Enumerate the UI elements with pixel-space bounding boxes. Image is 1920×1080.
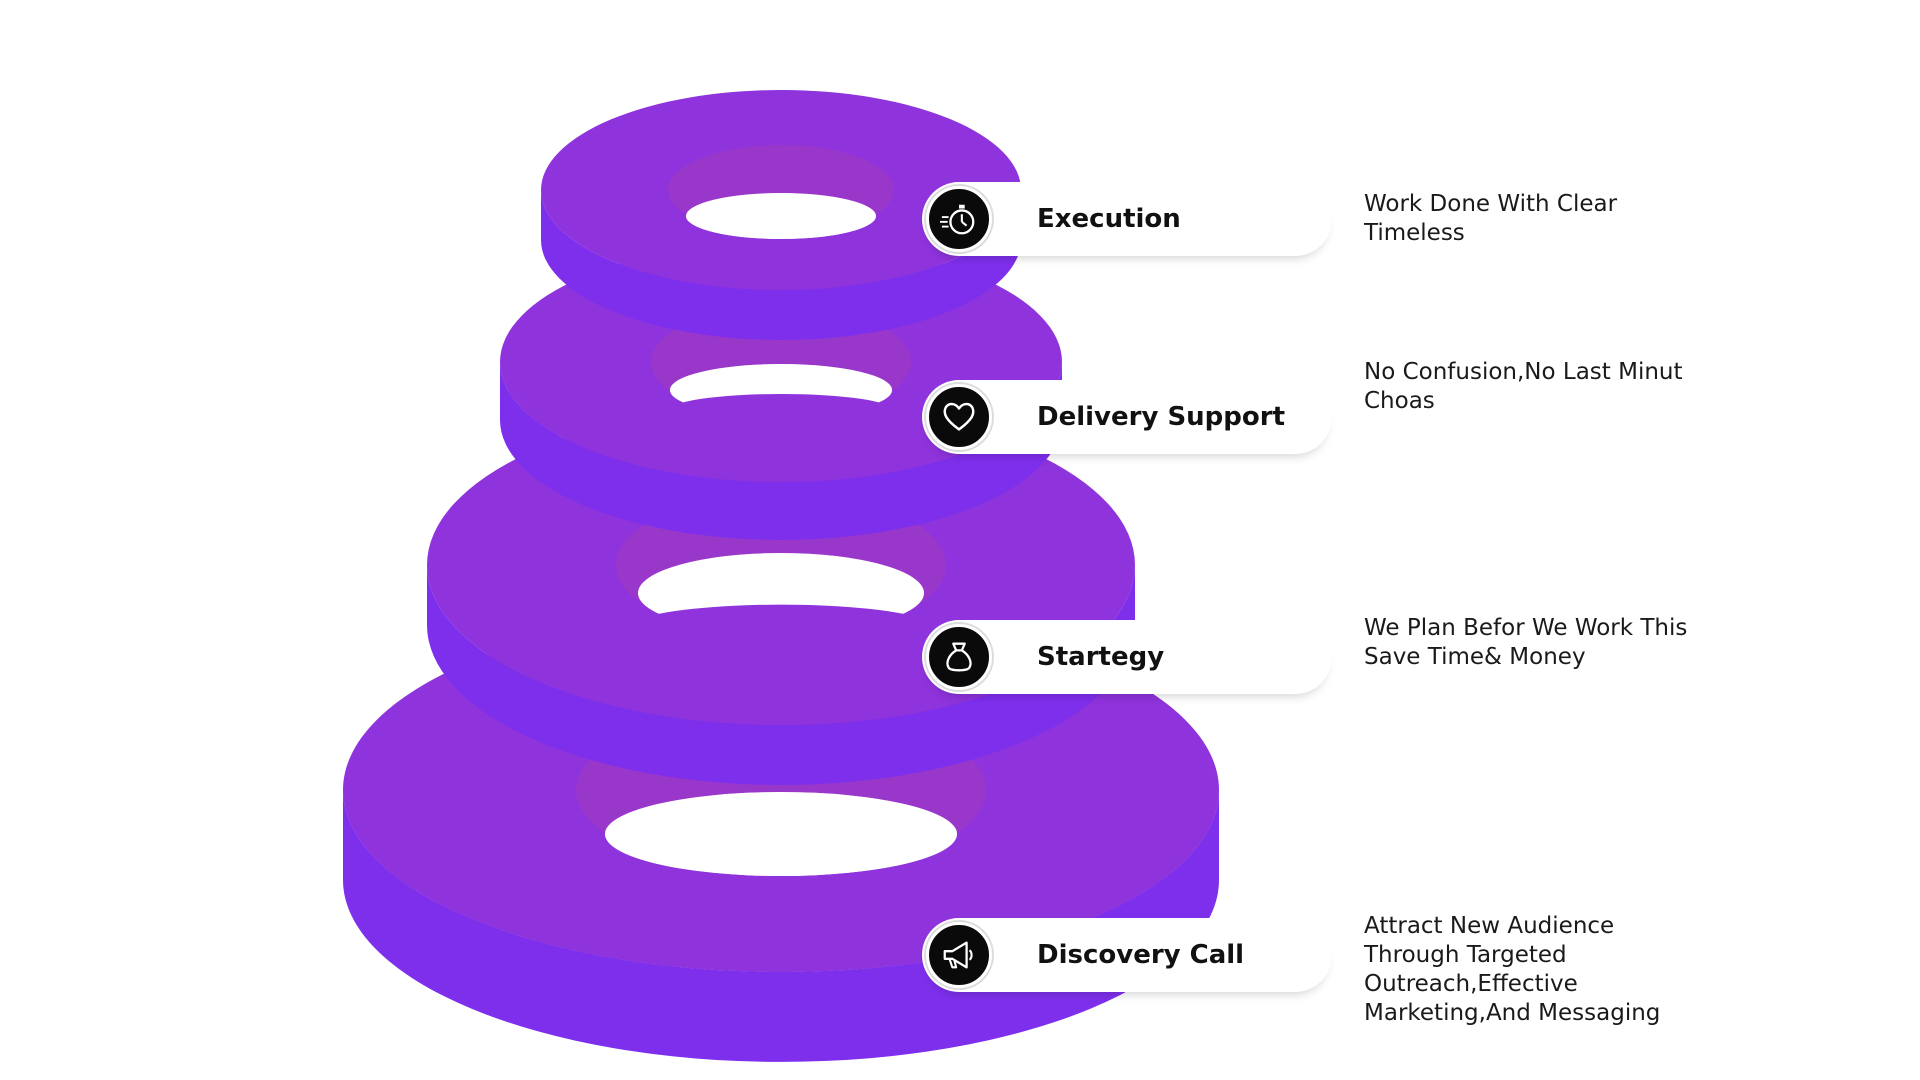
- step-discovery-call-label: Discovery Call: [922, 918, 1332, 992]
- step-title: Execution: [1037, 204, 1181, 234]
- heart-icon: [926, 384, 992, 450]
- step-description: No Confusion,No Last Minut Choas: [1364, 359, 1683, 414]
- step-description: Work Done With Clear Timeless: [1364, 191, 1618, 246]
- megaphone-icon: [926, 922, 992, 988]
- step-title: Startegy: [1037, 642, 1165, 672]
- ring-execution: [541, 90, 1021, 340]
- stopwatch-icon: [926, 186, 992, 252]
- step-description: Attract New Audience Through Targeted Ou…: [1364, 913, 1661, 1026]
- step-title: Delivery Support: [1037, 402, 1286, 432]
- money-bag-icon: [926, 624, 992, 690]
- step-startegy-label: Startegy: [922, 620, 1332, 694]
- step-delivery-support-label: Delivery Support: [922, 380, 1332, 454]
- step-execution-label: Execution: [922, 182, 1332, 256]
- step-title: Discovery Call: [1037, 940, 1245, 970]
- step-description: We Plan Befor We Work This Save Time& Mo…: [1364, 615, 1688, 670]
